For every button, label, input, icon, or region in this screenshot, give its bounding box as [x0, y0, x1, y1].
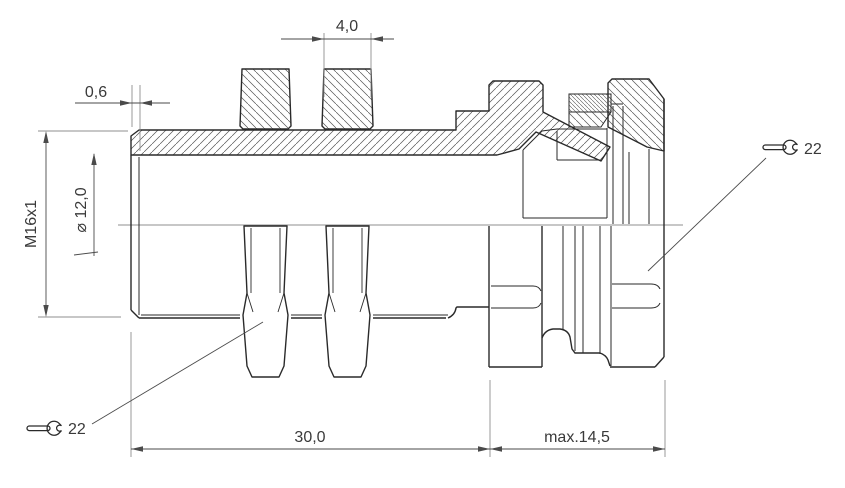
dimension-chamfer: 0,6 — [75, 84, 170, 151]
locknut2-external — [324, 225, 371, 378]
wrench-icon — [26, 420, 62, 436]
wrench-icon — [762, 139, 798, 155]
capnut-section — [607, 78, 665, 152]
body-external-view — [130, 99, 665, 368]
wrench-callout-left: 22 — [26, 321, 264, 438]
dim-label-nut-width: 4,0 — [336, 18, 358, 35]
locknut1-section — [239, 68, 292, 130]
dimension-bore: ⌀ 12,0 — [73, 153, 99, 256]
dim-label-chamfer: 0,6 — [85, 84, 107, 101]
seal-section — [568, 93, 612, 128]
wrench-size-label: 22 — [804, 141, 822, 158]
dim-label-thread: M16x1 — [23, 200, 40, 248]
dimension-cap-length: max.14,5 — [490, 380, 666, 457]
dimension-thread: M16x1 — [23, 130, 128, 318]
leader-line — [647, 157, 767, 272]
dim-label-thread-length: 30,0 — [294, 429, 325, 446]
wrench-size-label: 22 — [68, 421, 86, 438]
dim-label-bore: ⌀ 12,0 — [73, 187, 90, 232]
clamp-insert-outline — [522, 103, 650, 224]
dimension-thread-length: 30,0 — [130, 332, 491, 457]
dimension-nut-width: 4,0 — [281, 18, 394, 97]
body-section — [130, 80, 611, 162]
locknut1-external — [242, 225, 289, 378]
dim-label-cap-length: max.14,5 — [544, 429, 610, 446]
locknut2-section — [321, 68, 374, 130]
leader-line — [91, 321, 264, 425]
wrench-callout-right: 22 — [647, 139, 822, 272]
